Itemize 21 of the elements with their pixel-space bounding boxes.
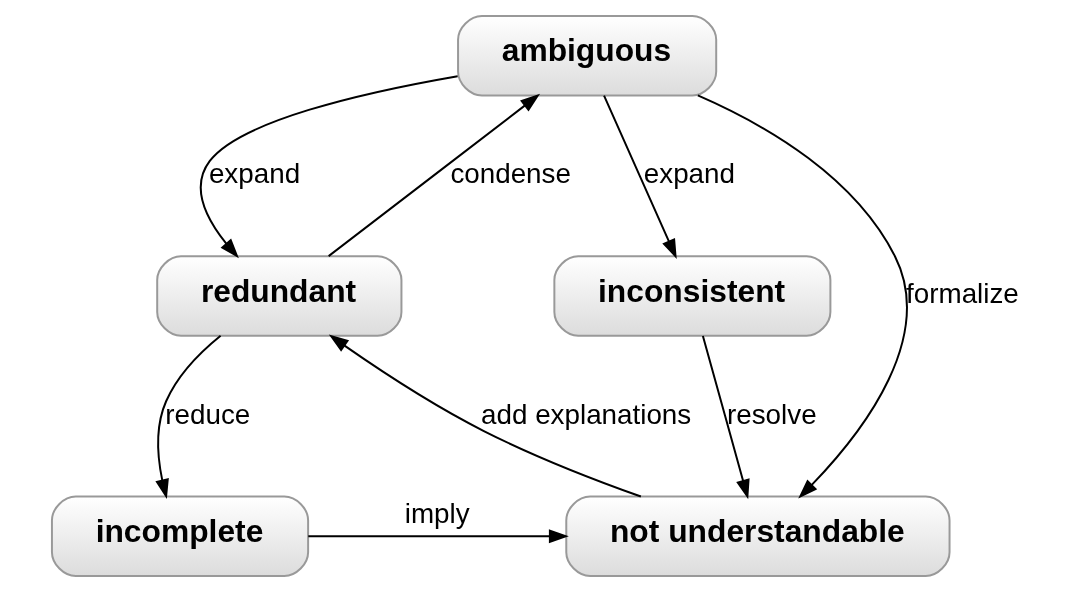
- arrow: [602, 94, 677, 259]
- arrow: [701, 334, 750, 500]
- edge-label: resolve: [726, 398, 817, 430]
- node-box: ambiguous: [456, 15, 717, 97]
- edge-label: add explanations: [480, 398, 691, 430]
- node-box: redundant: [155, 255, 402, 337]
- edge-label: imply: [404, 497, 470, 529]
- arrow: [154, 334, 222, 499]
- node-box: inconsistent: [552, 255, 831, 337]
- edge-label: condense: [449, 158, 571, 190]
- node-box: not understandable: [564, 495, 951, 577]
- edge-label: formalize: [905, 278, 1019, 310]
- arrow: [199, 75, 459, 259]
- edge-label: reduce: [164, 398, 250, 430]
- arrow: [328, 334, 642, 498]
- arrow: [306, 529, 569, 544]
- node-box: incomplete: [50, 495, 309, 577]
- edge-label: expand: [643, 158, 735, 190]
- arrow: [696, 94, 907, 499]
- edge-label: expand: [208, 158, 300, 190]
- arrow: [327, 93, 540, 258]
